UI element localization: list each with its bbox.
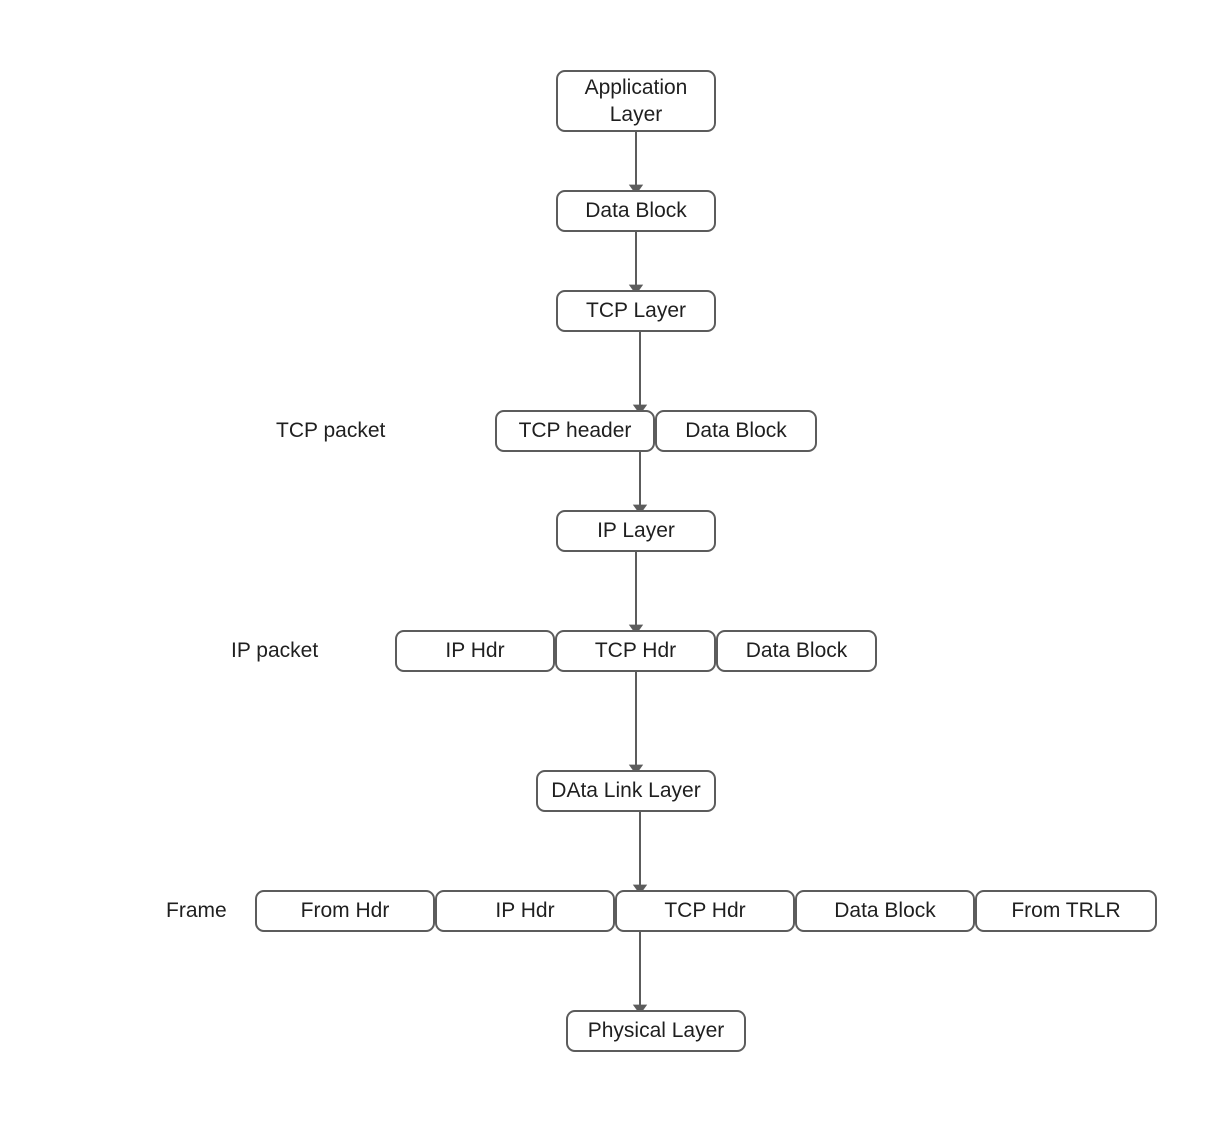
segment-label: Data Block <box>834 898 936 922</box>
segment-label: Data Block <box>745 638 848 662</box>
segment-ip-packet-ip-hdr: IP Hdr <box>395 630 555 672</box>
segment-ip-packet-tcp-hdr: TCP Hdr <box>555 630 716 672</box>
connector-group <box>628 132 648 1015</box>
node-label: Physical Layer <box>587 1018 725 1042</box>
node-ip-layer: IP Layer <box>556 510 716 552</box>
node-label: IP Layer <box>597 518 675 542</box>
segment-ip-packet-data-block: Data Block <box>716 630 877 672</box>
node-tcp-layer: TCP Layer <box>556 290 716 332</box>
row-label-frame: Frame <box>166 899 227 922</box>
node-physical-layer: Physical Layer <box>566 1010 746 1052</box>
segment-frame-ip-hdr: IP Hdr <box>435 890 615 932</box>
segment-frame-tcp-hdr: TCP Hdr <box>615 890 795 932</box>
node-label: Data Block <box>585 198 687 222</box>
segment-label: TCP Hdr <box>664 898 746 922</box>
node-label: TCP Layer <box>586 298 686 322</box>
segment-label: TCP header <box>518 418 632 442</box>
node-data-block-1: Data Block <box>556 190 716 232</box>
row-label-tcp-packet: TCP packet <box>276 419 386 442</box>
segment-frame-from-hdr: From Hdr <box>255 890 435 932</box>
node-label: Application Layer <box>584 75 688 126</box>
segment-tcp-packet-tcp-header: TCP header <box>495 410 655 452</box>
segment-label: IP Hdr <box>495 898 555 922</box>
node-data-link-layer: DAta Link Layer <box>536 770 716 812</box>
segment-label: TCP Hdr <box>594 638 677 662</box>
row-label-ip-packet: IP packet <box>231 639 319 662</box>
node-label: DAta Link Layer <box>551 778 701 802</box>
segment-label: From TRLR <box>1011 898 1121 922</box>
segment-label: IP Hdr <box>445 638 505 662</box>
segment-label: From Hdr <box>300 898 390 922</box>
segment-tcp-packet-data-block: Data Block <box>655 410 817 452</box>
segment-label: Data Block <box>685 418 787 442</box>
segment-frame-data-block: Data Block <box>795 890 975 932</box>
node-application-layer: Application Layer <box>556 70 716 132</box>
segment-frame-from-trlr: From TRLR <box>975 890 1157 932</box>
